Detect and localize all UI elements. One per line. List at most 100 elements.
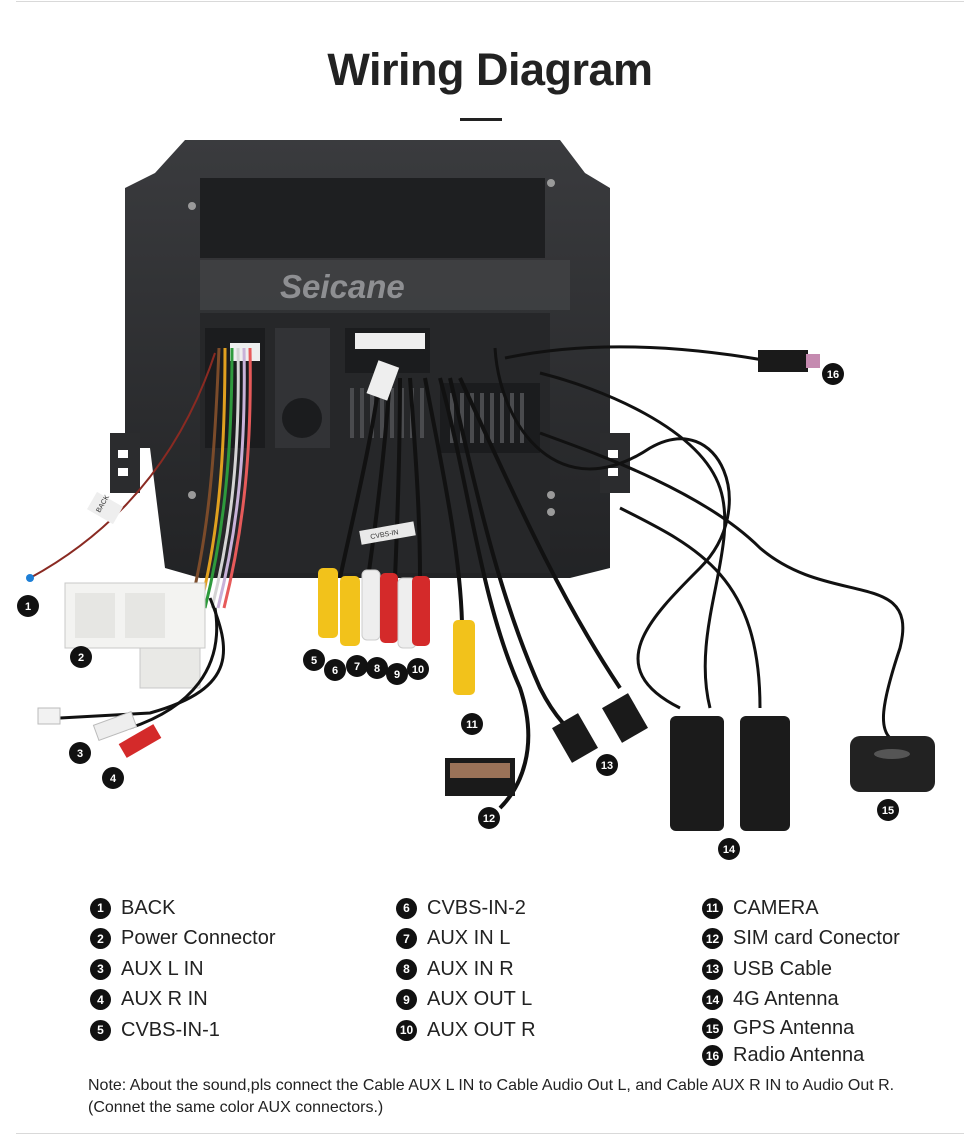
back-wire: BACK (26, 352, 216, 582)
badge-13: 13 (596, 754, 618, 776)
badge-5: 5 (303, 649, 325, 671)
legend-column-1: 1 BACK 2 Power Connector 3 AUX L IN 4 AUX R … (90, 893, 276, 1046)
badge-12: 12 (478, 807, 500, 829)
legend-label: CVBS-IN-2 (427, 896, 526, 919)
legend-label: Radio Antenna (733, 1044, 865, 1066)
svg-text:1: 1 (25, 601, 31, 613)
legend-item: 12 SIM card Conector (702, 924, 900, 955)
svg-text:15: 15 (882, 805, 894, 817)
legend-item: 16 Radio Antenna (702, 1042, 900, 1069)
aux-in-cables (37, 597, 226, 758)
page-title: Wiring Diagram (327, 44, 653, 95)
wiring-diagram-illustration: Seicane BACK CVBS-IN (17, 140, 935, 860)
top-divider (16, 1, 964, 2)
legend-label: AUX R IN (121, 988, 208, 1011)
radio-antenna-plug (758, 350, 808, 372)
badge-16: 16 (822, 363, 844, 385)
badge-8: 8 (366, 657, 388, 679)
legend-label: CAMERA (733, 896, 819, 919)
badge-15: 15 (877, 799, 899, 821)
svg-text:4: 4 (110, 773, 117, 785)
legend-label: AUX OUT R (427, 1018, 536, 1041)
legend-item: 5 CVBS-IN-1 (90, 1015, 276, 1046)
legend-number: 9 (396, 989, 417, 1011)
number-badges: 1 2 3 4 5 6 7 8 9 10 11 12 13 14 15 16 (17, 363, 899, 860)
bottom-divider (16, 1133, 964, 1134)
head-unit (110, 140, 630, 578)
legend-item: 10 AUX OUT R (396, 1015, 536, 1046)
legend-item: 8 AUX IN R (396, 954, 536, 985)
legend-number: 13 (702, 958, 723, 980)
antenna-cables (493, 345, 905, 740)
svg-text:16: 16 (827, 369, 839, 381)
title-underline (460, 118, 502, 121)
legend-item: 4 AUX R IN (90, 985, 276, 1016)
badge-7: 7 (346, 655, 368, 677)
svg-text:6: 6 (332, 665, 338, 677)
power-connector (64, 582, 206, 689)
legend-label: AUX L IN (121, 957, 204, 980)
legend-label: AUX IN L (427, 927, 511, 950)
badge-1: 1 (17, 595, 39, 617)
legend-item: 14 4G Antenna (702, 985, 900, 1016)
legend-label: AUX IN R (427, 957, 514, 980)
legend-number: 5 (90, 1019, 111, 1041)
legend-label: SIM card Conector (733, 927, 900, 950)
legend-number: 8 (396, 958, 417, 980)
legend-item: 1 BACK (90, 893, 276, 924)
power-harness-wires (188, 347, 252, 609)
seicane-watermark: Seicane (280, 268, 405, 305)
legend-label: Power Connector (121, 927, 276, 950)
legend-label: GPS Antenna (733, 1017, 855, 1039)
badge-2: 2 (70, 646, 92, 668)
svg-text:7: 7 (354, 661, 360, 673)
svg-text:11: 11 (466, 719, 478, 731)
legend-number: 3 (90, 958, 111, 980)
legend-label: 4G Antenna (733, 988, 839, 1011)
camera-cable (423, 377, 475, 695)
legend-number: 14 (702, 989, 723, 1011)
legend-number: 4 (90, 989, 111, 1011)
legend-item: 2 Power Connector (90, 924, 276, 955)
cvbs-tag: CVBS-IN (370, 529, 399, 541)
4g-antenna-right (740, 716, 790, 831)
legend-label: BACK (121, 896, 176, 919)
legend-number: 11 (702, 897, 723, 919)
badge-11: 11 (461, 713, 483, 735)
svg-text:10: 10 (412, 664, 424, 676)
svg-text:2: 2 (78, 652, 84, 664)
svg-text:8: 8 (374, 663, 380, 675)
badge-9: 9 (386, 663, 408, 685)
badge-3: 3 (69, 742, 91, 764)
legend-item: 9 AUX OUT L (396, 985, 536, 1016)
rca-bundle: CVBS-IN (318, 360, 430, 649)
gps-antenna (850, 736, 935, 792)
badge-6: 6 (324, 659, 346, 681)
usb-plug (552, 713, 598, 763)
svg-text:13: 13 (601, 760, 613, 772)
badge-4: 4 (102, 767, 124, 789)
legend-number: 16 (702, 1045, 723, 1066)
legend-label: CVBS-IN-1 (121, 1018, 220, 1041)
legend-number: 10 (396, 1019, 417, 1041)
svg-text:5: 5 (311, 655, 317, 667)
legend-number: 2 (90, 928, 111, 950)
legend-item: 15 GPS Antenna (702, 1015, 900, 1042)
badge-10: 10 (407, 658, 429, 680)
legend-item: 11 CAMERA (702, 893, 900, 924)
svg-text:3: 3 (77, 748, 83, 760)
legend-number: 15 (702, 1018, 723, 1039)
badge-14: 14 (718, 838, 740, 860)
legend-number: 7 (396, 928, 417, 950)
legend-number: 12 (702, 928, 723, 950)
svg-text:9: 9 (394, 669, 400, 681)
legend-number: 1 (90, 897, 111, 919)
legend-label: AUX OUT L (427, 988, 533, 1011)
4g-antenna-left (670, 716, 724, 831)
legend-item: 3 AUX L IN (90, 954, 276, 985)
legend-item: 7 AUX IN L (396, 924, 536, 955)
